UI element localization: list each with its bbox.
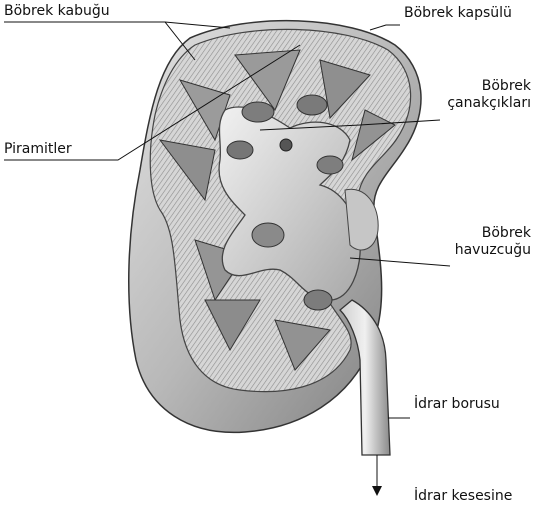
- calyx: [252, 223, 284, 247]
- leader-bobrek-kabugu: [4, 22, 195, 60]
- label-idrar-kesesine: İdrar kesesine: [414, 488, 512, 505]
- label-bobrek-canakciklari: Böbrek çanakçıkları: [447, 78, 531, 112]
- label-bobrek-kapsulu: Böbrek kapsülü: [404, 5, 512, 22]
- label-bobrek-havuzcugu-line2: havuzcuğu: [455, 242, 531, 259]
- leader-bobrek-kapsulu: [370, 25, 400, 30]
- label-piramitler: Piramitler: [4, 141, 72, 158]
- leader-bobrek-kabugu-2: [165, 22, 230, 28]
- calyx: [242, 102, 274, 122]
- label-idrar-borusu: İdrar borusu: [414, 396, 500, 413]
- arrow-down-icon: [372, 486, 382, 496]
- renal-pelvis: [219, 107, 360, 300]
- calyx: [227, 141, 253, 159]
- calyx: [297, 95, 327, 115]
- vessel: [280, 139, 292, 151]
- calyx: [304, 290, 332, 310]
- label-bobrek-canakciklari-line2: çanakçıkları: [447, 95, 531, 112]
- label-bobrek-canakciklari-line1: Böbrek: [447, 78, 531, 95]
- label-bobrek-havuzcugu: Böbrek havuzcuğu: [455, 225, 531, 259]
- calyx: [317, 156, 343, 174]
- label-bobrek-kabugu: Böbrek kabuğu: [4, 3, 110, 20]
- label-bobrek-havuzcugu-line1: Böbrek: [455, 225, 531, 242]
